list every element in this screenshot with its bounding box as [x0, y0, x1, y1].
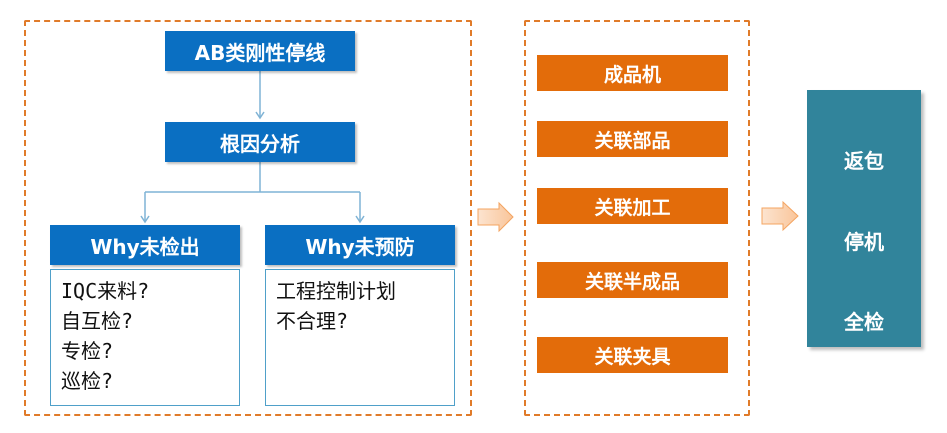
branch-list-unprevented: 工程控制计划 不合理?	[265, 269, 455, 406]
action-item: 全检	[844, 310, 884, 334]
list-item: 不合理?	[276, 309, 349, 333]
list-item: IQC来料?	[61, 279, 150, 303]
list-item: 工程控制计划	[276, 279, 396, 303]
actions-box: 返包 停机 全检	[807, 90, 921, 347]
connector-arrowhead	[255, 111, 265, 120]
action-item: 返包	[844, 149, 884, 173]
related-items-frame	[524, 20, 750, 416]
related-item: 关联部品	[537, 121, 728, 157]
connector-arrowhead	[355, 215, 365, 224]
list-item: 自互检?	[61, 309, 134, 333]
connector-arrowhead	[140, 215, 150, 224]
root-node: AB类刚性停线	[165, 31, 355, 71]
branch-title-unprevented: Why未预防	[265, 225, 455, 265]
related-item: 关联加工	[537, 188, 728, 224]
related-item: 成品机	[537, 55, 728, 91]
related-item: 关联半成品	[537, 262, 728, 298]
right-arrow-icon	[761, 200, 799, 232]
root-cause-node: 根因分析	[165, 122, 355, 162]
right-arrow-icon	[477, 201, 514, 233]
list-item: 专检?	[61, 339, 114, 363]
branch-list-undetected: IQC来料? 自互检? 专检? 巡检?	[50, 269, 240, 406]
list-item: 巡检?	[61, 369, 114, 393]
related-item: 关联夹具	[537, 337, 728, 373]
analysis-frame	[24, 20, 472, 416]
branch-title-undetected: Why未检出	[50, 225, 240, 265]
action-item: 停机	[844, 230, 884, 254]
